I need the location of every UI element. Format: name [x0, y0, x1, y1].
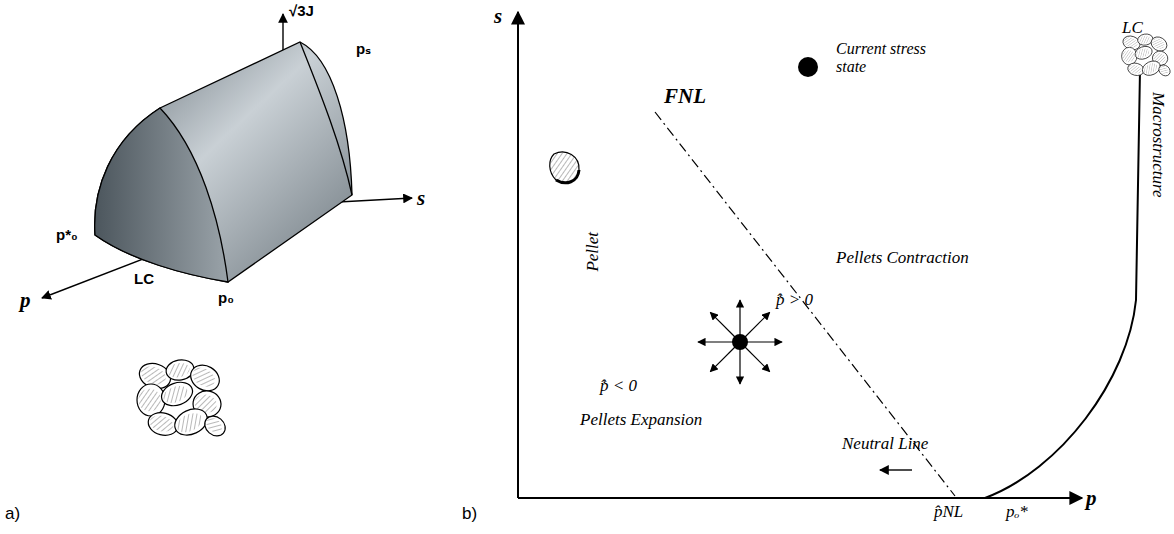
point-label: pₒ* — [1006, 502, 1028, 522]
point-label: p̂NL — [934, 502, 963, 522]
shift-arrow — [880, 469, 912, 470]
axes-a — [42, 14, 412, 298]
rate-label: p̂̇ > 0 — [776, 290, 813, 310]
curve-label: LC — [1122, 18, 1143, 38]
axis-label: s — [417, 186, 425, 210]
point-label: p*₀ — [56, 226, 78, 243]
state-label: Current stress state — [836, 40, 936, 77]
stress-state-dot — [798, 57, 818, 77]
region-label: Pellets Expansion — [580, 410, 702, 430]
axis-label: p — [1086, 486, 1097, 510]
pellet-cluster — [1121, 33, 1172, 78]
axis-label: p — [20, 288, 31, 312]
rate-label: p̂̇ < 0 — [600, 376, 637, 396]
region-label: Macrostructure — [1148, 92, 1168, 197]
region-label: Pellets Contraction — [836, 248, 969, 268]
point-label: p₀ — [218, 289, 234, 306]
line-label: FNL — [664, 84, 706, 108]
pellet-cluster — [136, 358, 229, 440]
pellet-label: Pellet — [583, 232, 603, 272]
curve-label: LC — [134, 270, 154, 287]
pellet — [550, 152, 579, 183]
yield-surface — [95, 42, 352, 282]
axis-label: √3J — [289, 2, 314, 19]
lc-curve — [985, 70, 1140, 498]
axis-label: s — [494, 4, 502, 28]
neutral-point — [732, 334, 748, 350]
neutral-line — [655, 112, 955, 496]
stress-arrows — [698, 300, 782, 384]
panel-label: a) — [5, 504, 20, 524]
point-label: pₛ — [356, 40, 371, 57]
panel-label: b) — [462, 504, 477, 524]
line-label: Neutral Line — [842, 434, 928, 454]
axes-b — [518, 12, 1082, 498]
